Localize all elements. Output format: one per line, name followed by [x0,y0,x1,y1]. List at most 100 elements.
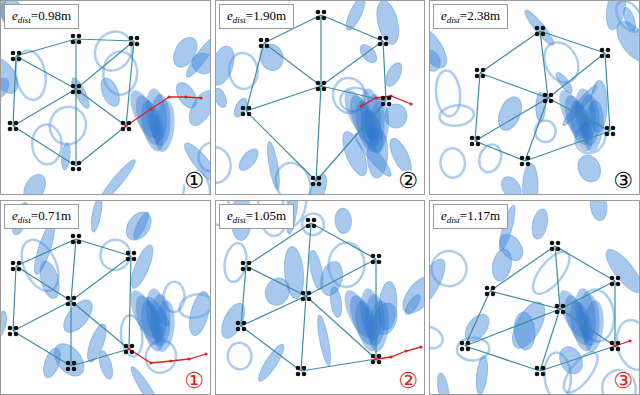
rotor [307,291,312,296]
rotor [8,326,13,331]
rotor [71,40,76,45]
simulation-panel: edist=0.71m① [0,200,211,395]
rotor [77,90,82,95]
rotor [550,241,555,246]
rotor [127,121,132,126]
rotor [307,297,312,302]
trajectory [129,349,206,363]
rotor [378,42,383,47]
trajectory-point [374,96,377,99]
rotor [606,54,611,59]
drone [316,10,327,21]
obstacle [600,368,637,395]
rotor [242,327,247,332]
rotor [384,42,389,47]
drone [71,234,82,245]
rotor [381,102,386,107]
distance-error: =1.17m [460,208,500,223]
rotor [600,54,605,59]
trajectory-point [613,344,616,347]
drone [66,296,77,307]
obstacle [95,235,135,275]
rotor [66,361,71,366]
rotor [610,341,615,346]
obstacle [58,295,97,337]
rotor [71,90,76,95]
rotor [377,360,382,365]
comm-link [13,126,76,166]
obstacle [534,120,556,143]
comm-link [560,309,615,346]
rotor [610,276,615,281]
rotor [14,326,19,331]
rotor [526,156,531,161]
drone [610,341,621,352]
drone [311,176,322,187]
comm-link [71,349,129,366]
obstacle [1,54,24,99]
comm-link [525,98,548,161]
trajectory-point [127,347,130,350]
distance-error: e [12,8,18,23]
rotor [543,93,548,98]
obstacle [497,173,525,195]
rotor [14,127,19,132]
obstacle [522,7,557,47]
rotor [460,341,465,346]
rotor [555,304,560,309]
drone [129,36,140,47]
comm-link [246,223,311,266]
rotor [17,261,22,266]
obstacle [172,79,201,112]
trajectory-point [149,361,152,364]
comm-link [76,239,131,256]
rotor [236,327,241,332]
rotor [236,321,241,326]
rotor [8,332,13,337]
rotor [371,360,376,365]
callout-number: ① [184,170,204,192]
swarm-illustration [430,1,640,195]
rotor [306,224,311,229]
rotor [66,367,71,372]
rotor [317,176,322,181]
distance-error: =0.98m [31,8,71,23]
trajectory [361,96,411,106]
obstacle [183,171,210,195]
distance-error: =1.90m [246,8,286,23]
rotor [247,261,252,266]
rotor [470,142,475,147]
rotor [265,38,270,43]
comm-link [525,131,610,161]
rotor [77,167,82,172]
distance-error: dist [18,15,31,25]
rotor [8,121,13,126]
obstacle [37,259,63,300]
rotor [129,36,134,41]
trajectory-point [389,355,392,358]
callout-number: ① [184,370,204,392]
rotor [387,102,392,107]
comm-link [540,346,615,371]
swarm-illustration [216,1,425,195]
rotor [124,344,129,349]
rotor [126,257,131,262]
simulation-panel: edist=0.98m ① [0,0,211,195]
obstacle [438,103,475,127]
obstacle [435,372,451,395]
rotor [616,347,621,352]
rotor [476,142,481,147]
drone [306,218,317,229]
comm-link [76,41,134,89]
comm-link [129,256,131,349]
rotor [77,234,82,239]
drone [381,96,392,107]
rotor [316,87,321,92]
rotor [247,106,252,111]
obstacle [329,286,344,318]
drone [535,26,546,37]
drone [71,84,82,95]
drone [520,156,531,167]
rotor [481,74,486,79]
drone [371,254,382,265]
